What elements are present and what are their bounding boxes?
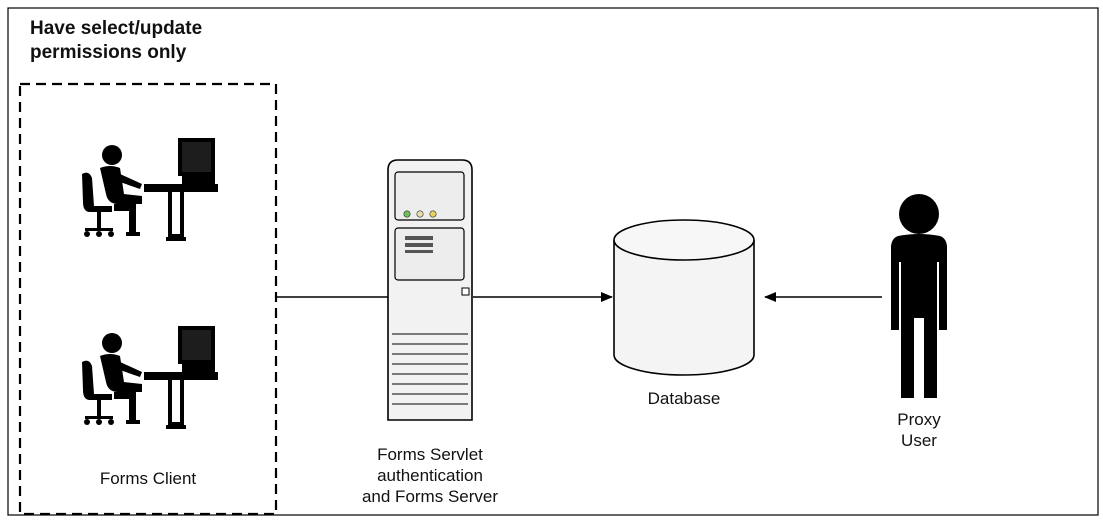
- group-title: Have select/update permissions only: [30, 18, 203, 63]
- computer-user-icon: [82, 138, 218, 241]
- computer-user-icon: [82, 326, 218, 429]
- forms-client-group-box: [18, 82, 278, 516]
- person-icon: [891, 194, 947, 398]
- database-label: Database: [647, 389, 721, 408]
- server-tower-icon: [387, 159, 473, 421]
- proxy-user-label: Proxy User: [897, 410, 941, 450]
- outer-frame: [7, 7, 1099, 516]
- forms-client-label: Forms Client: [99, 469, 197, 488]
- server-label: Forms Servlet authentication and Forms S…: [361, 445, 499, 506]
- database-cylinder-icon: [613, 219, 755, 376]
